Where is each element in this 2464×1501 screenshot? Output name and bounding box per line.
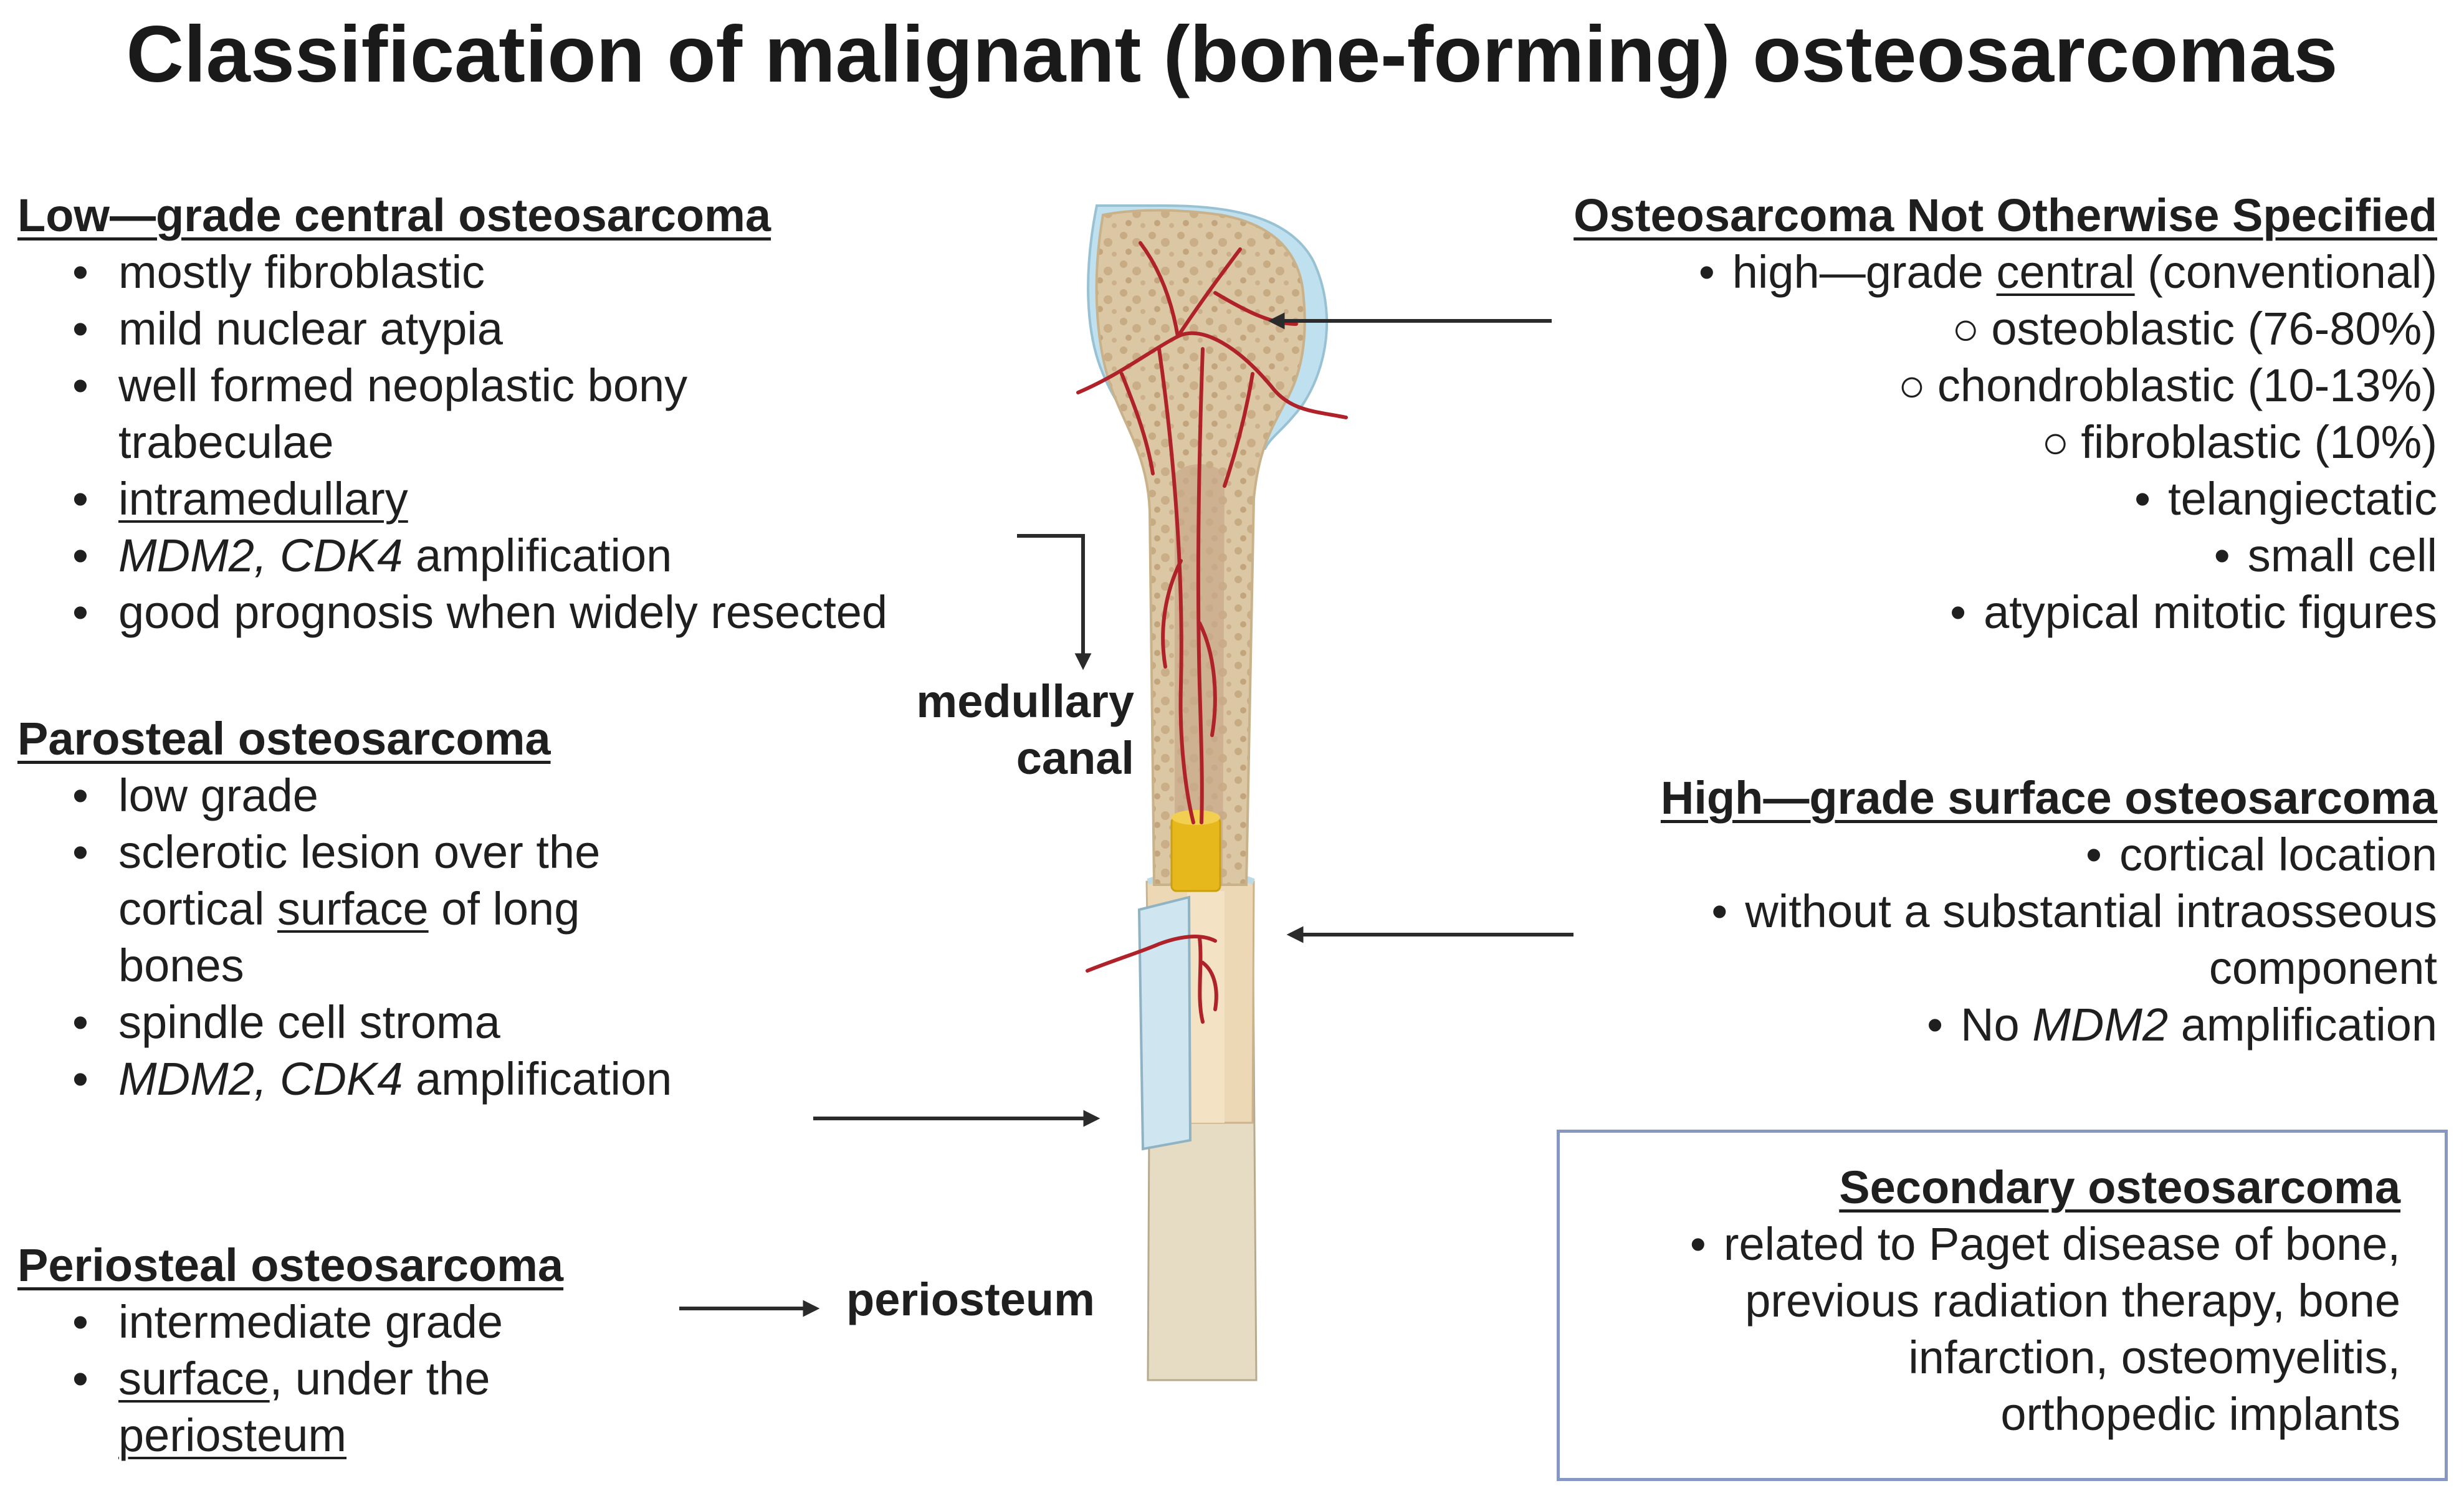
list-item: intramedullary — [17, 470, 887, 527]
list-item: good prognosis when widely resected — [17, 584, 887, 641]
periosteum-label: periosteum — [846, 1274, 1095, 1325]
tumor-mass — [1170, 816, 1221, 892]
parosteal-block: Parosteal osteosarcoma low grade sclerot… — [17, 710, 672, 1107]
list-item: low grade — [17, 767, 672, 824]
periosteal-list: intermediate grade surface, under theper… — [17, 1294, 563, 1464]
low-grade-central-block: Low—grade central osteosarcoma mostly fi… — [17, 187, 887, 641]
high-grade-surface-list: •cortical location •without a substantia… — [1661, 826, 2437, 1053]
nos-heading: Osteosarcoma Not Otherwise Specified — [1573, 189, 2437, 241]
secondary-osteosarcoma-box — [1557, 1130, 2448, 1481]
list-item: mostly fibroblastic — [17, 244, 887, 300]
list-item: •atypical mitotic figures — [1950, 586, 2437, 638]
list-item: •cortical location — [2086, 829, 2437, 880]
list-item: intermediate grade — [17, 1294, 563, 1350]
low-grade-list: mostly fibroblastic mild nuclear atypia … — [17, 244, 887, 641]
list-item: MDM2, CDK4 amplification — [17, 527, 887, 584]
list-item: MDM2, CDK4 amplification — [17, 1051, 672, 1107]
periosteal-heading: Periosteal osteosarcoma — [17, 1239, 564, 1291]
nos-list: •high—grade central (conventional) ○oste… — [1573, 244, 2437, 641]
pointer-arrows — [679, 312, 1573, 1317]
list-item: mild nuclear atypia — [17, 300, 887, 357]
nos-block: Osteosarcoma Not Otherwise Specified •hi… — [1573, 187, 2437, 641]
periosteal-block: Periosteal osteosarcoma intermediate gra… — [17, 1237, 563, 1464]
blood-vessels — [1076, 241, 1348, 1024]
arrow-medullary — [1017, 534, 1092, 670]
list-item: •small cell — [2213, 530, 2437, 581]
high-grade-surface-block: High—grade surface osteosarcoma •cortica… — [1661, 770, 2437, 1053]
secondary-heading: Secondary osteosarcoma — [1839, 1161, 2400, 1213]
secondary-block: Secondary osteosarcoma •related to Paget… — [1673, 1159, 2400, 1442]
list-item: •telangiectatic — [2134, 473, 2437, 525]
periosteum-layer — [1137, 895, 1192, 1151]
list-item: ○osteoblastic (76-80%) — [1951, 303, 2437, 355]
high-grade-surface-heading: High—grade surface osteosarcoma — [1660, 772, 2437, 824]
list-item: •high—grade central (conventional) — [1698, 246, 2437, 298]
list-item: •No MDM2 amplification — [1927, 999, 2437, 1051]
low-grade-heading: Low—grade central osteosarcoma — [17, 189, 771, 241]
parosteal-list: low grade sclerotic lesion over thecorti… — [17, 767, 672, 1107]
list-item: ○chondroblastic (10-13%) — [1898, 360, 2437, 411]
list-item: •related to Paget disease of bone,previo… — [1689, 1218, 2400, 1440]
secondary-list: •related to Paget disease of bone,previo… — [1673, 1216, 2400, 1442]
list-item: ○fibroblastic (10%) — [2041, 416, 2437, 468]
list-item: spindle cell stroma — [17, 994, 672, 1051]
page-title: Classification of malignant (bone-formin… — [126, 10, 2338, 99]
parosteal-heading: Parosteal osteosarcoma — [17, 713, 551, 765]
